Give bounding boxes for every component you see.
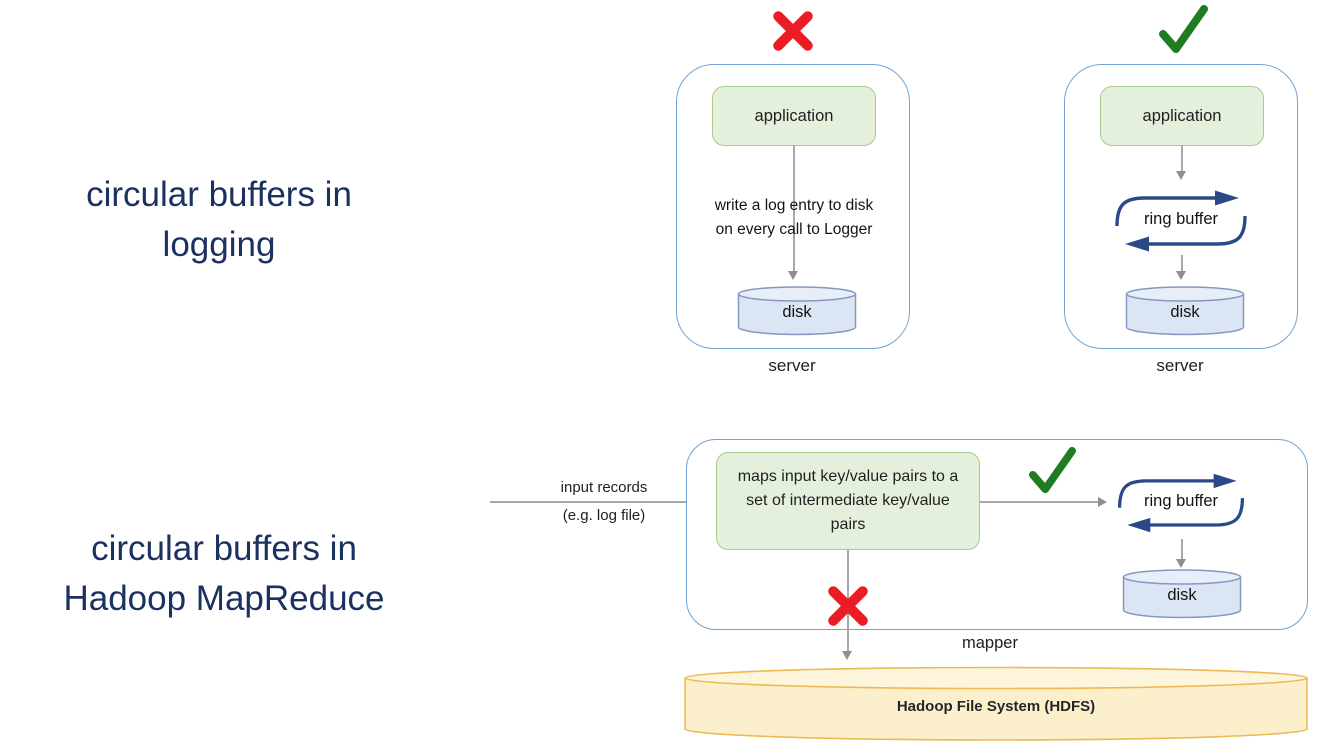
disk-cylinder-bad: disk [737,286,857,336]
input-records-arrow [490,501,708,503]
write-log-note-line1: write a log entry to disk [714,197,874,214]
cross-mark-icon [773,11,813,51]
check-mark-icon [1159,5,1208,53]
disk-label: disk [782,303,812,321]
write-log-note: write a log entry to disk on every call … [683,194,905,242]
hdfs-label: Hadoop File System (HDFS) [896,698,1096,715]
application-box-good: application [1100,86,1264,146]
arrowhead-down-icon [788,271,798,280]
ring-buffer-label: ring buffer [1144,209,1218,228]
cross-mark-icon [828,586,868,626]
application-label: application [1142,106,1222,125]
title-mapreduce-line2: Hadoop MapReduce [63,578,385,618]
connector-map-to-ring [980,501,1100,503]
title-logging-line2: logging [162,224,276,264]
input-records-label-line1: input records [560,479,648,496]
server-caption-bad: server [768,356,816,375]
mapper-caption: mapper [962,634,1018,652]
hdfs-cylinder-icon [684,666,1308,741]
arrowhead-down-icon [1176,559,1186,568]
disk-cylinder-icon [737,286,857,336]
ring-buffer-icon [1115,190,1247,252]
application-label: application [754,106,834,125]
disk-cylinder-icon [1125,286,1245,336]
server-caption-good: server [1156,356,1204,375]
connector-app-to-ring [1181,145,1183,173]
write-log-note-line2: on every call to Logger [715,221,873,239]
title-mapreduce-line1: circular buffers in [91,529,357,568]
ring-buffer-icon [1117,473,1245,533]
disk-cylinder-good: disk [1125,286,1245,336]
map-function-label: maps input key/value pairs to a set of i… [737,468,959,533]
arrowhead-down-icon [842,651,852,660]
disk-cylinder-mapper: disk [1122,569,1242,619]
hdfs-cylinder: Hadoop File System (HDFS) [684,666,1308,743]
arrowhead-right-icon [1098,497,1107,507]
disk-cylinder-icon [1122,569,1242,619]
title-mapreduce: circular buffers in Hadoop MapReduce [0,524,448,623]
ring-buffer-mapper: ring buffer [1110,465,1252,539]
map-function-box: maps input key/value pairs to a set of i… [716,452,980,550]
connector-app-to-disk [793,145,795,273]
arrowhead-down-icon [1176,171,1186,180]
title-logging-line1: circular buffers in [86,175,352,214]
application-box-bad: application [712,86,876,146]
connector-ring-to-disk-mapper [1181,539,1183,561]
disk-label: disk [1170,303,1200,321]
check-mark-icon [1028,446,1076,494]
arrowhead-down-icon [1176,271,1186,280]
input-records-label-line2: (e.g. log file) [562,507,646,524]
title-logging: circular buffers in logging [18,170,420,269]
connector-ring-to-disk [1181,255,1183,273]
ring-buffer-good: ring buffer [1107,183,1255,257]
disk-label: disk [1167,586,1197,604]
ring-buffer-label: ring buffer [1144,491,1218,510]
